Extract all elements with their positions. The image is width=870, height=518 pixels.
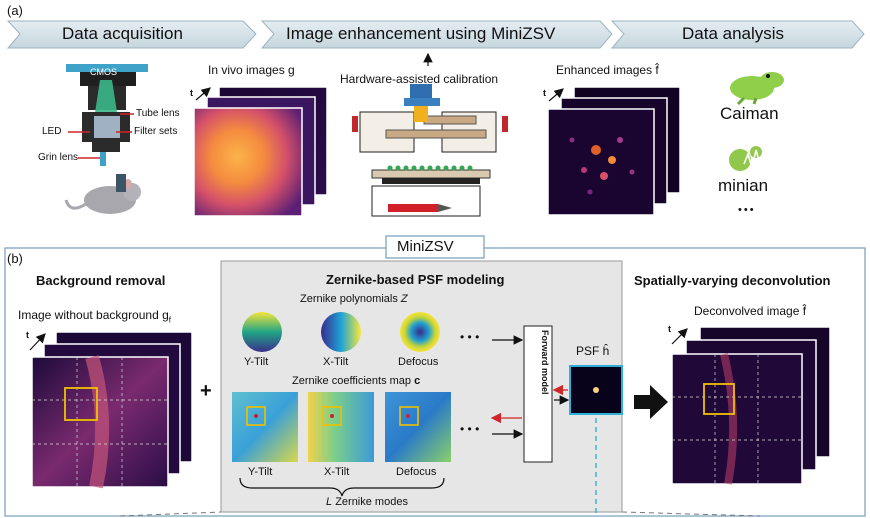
coef-label-ytilt: Y-Tilt xyxy=(248,466,273,478)
poly-label-defocus: Defocus xyxy=(398,356,439,368)
deconvolution-title: Spatially-varying deconvolution xyxy=(634,273,831,288)
time-label: t xyxy=(543,88,546,98)
minian-label: minian xyxy=(718,176,769,195)
tube-lens-label: Tube lens xyxy=(136,108,180,119)
background-removal-title: Background removal xyxy=(36,273,166,288)
banner-data-analysis xyxy=(610,20,865,49)
grin-lens-label: Grin lens xyxy=(38,152,79,163)
hardware-calibration-title: Hardware-assisted calibration xyxy=(340,72,499,86)
banner-label-data-acquisition: Data acquisition xyxy=(62,24,183,43)
filter-sets-label: Filter sets xyxy=(134,126,178,137)
deconvolved-caption: Deconvolved image f̂ xyxy=(694,304,807,318)
coef-map-ytilt xyxy=(232,392,298,462)
coef-map-xtilt xyxy=(308,392,374,462)
invivo-images-title: In vivo images g xyxy=(208,63,295,77)
banner-label-image-enhancement: Image enhancement using MiniZSV xyxy=(286,24,556,43)
big-right-arrow-icon xyxy=(634,385,668,419)
modes-brace xyxy=(239,477,445,497)
zernike-ytilt-disc xyxy=(242,312,282,352)
invivo-image-stack xyxy=(193,86,328,217)
banner-data-acquisition xyxy=(6,20,257,49)
minian-logo-icon xyxy=(729,146,762,171)
deconvolved-image-stack xyxy=(671,326,831,485)
zernike-coef-title: Zernike coefficients map c xyxy=(292,375,421,387)
psf-label: PSF ĥ xyxy=(576,344,610,358)
time-arrow-icon xyxy=(671,328,688,345)
forward-model-box xyxy=(523,325,553,463)
zernike-polynomials-title: Zernike polynomials Z xyxy=(300,293,408,305)
bg-removed-caption: Image without background gf xyxy=(18,308,171,325)
zernike-xtilt-disc xyxy=(321,312,361,352)
banner-label-data-analysis: Data analysis xyxy=(682,24,785,43)
time-label: t xyxy=(190,88,193,98)
panel-a-tag: (a) xyxy=(7,3,23,18)
time-label: t xyxy=(26,330,29,340)
calibration-rig-illustration xyxy=(352,84,508,217)
banner-image-enhancement xyxy=(260,20,613,49)
enhanced-image-stack xyxy=(547,86,681,216)
more-tools-ellipsis: ••• xyxy=(738,204,756,216)
zoom-connector-line xyxy=(119,511,222,517)
enhanced-images-title: Enhanced images f̂ xyxy=(556,63,659,77)
poly-ellipsis: • • • xyxy=(460,330,480,344)
plus-sign: + xyxy=(200,380,212,402)
mouse-illustration xyxy=(64,174,141,214)
caiman-label: Caiman xyxy=(720,104,779,123)
calibration-beads xyxy=(387,165,473,171)
zernike-psf-title: Zernike-based PSF modeling xyxy=(326,272,505,287)
time-arrow-icon xyxy=(548,88,564,102)
led-label: LED xyxy=(42,126,62,137)
poly-label-ytilt: Y-Tilt xyxy=(244,356,269,368)
psf-spot xyxy=(593,387,599,393)
forward-model-label: Forward model xyxy=(540,330,550,395)
cmos-label: CMOS xyxy=(90,67,117,77)
background-removed-stack xyxy=(31,331,193,489)
minizsv-title-box xyxy=(385,235,485,259)
coef-map-defocus xyxy=(385,392,451,462)
coef-label-defocus: Defocus xyxy=(396,466,437,478)
microscope-illustration xyxy=(66,64,148,166)
time-arrow-icon xyxy=(29,333,46,351)
time-arrow-icon xyxy=(195,87,211,101)
poly-label-xtilt: X-Tilt xyxy=(323,356,349,368)
zernike-defocus-disc xyxy=(400,312,440,352)
minizsv-title: MiniZSV xyxy=(397,238,454,255)
zernike-modes-label: L Zernike modes xyxy=(326,496,408,508)
coef-label-xtilt: X-Tilt xyxy=(324,466,350,478)
panel-b-tag: (b) xyxy=(7,251,23,266)
caiman-logo-icon xyxy=(730,72,784,106)
coef-ellipsis: • • • xyxy=(460,422,480,436)
time-label: t xyxy=(668,324,671,334)
